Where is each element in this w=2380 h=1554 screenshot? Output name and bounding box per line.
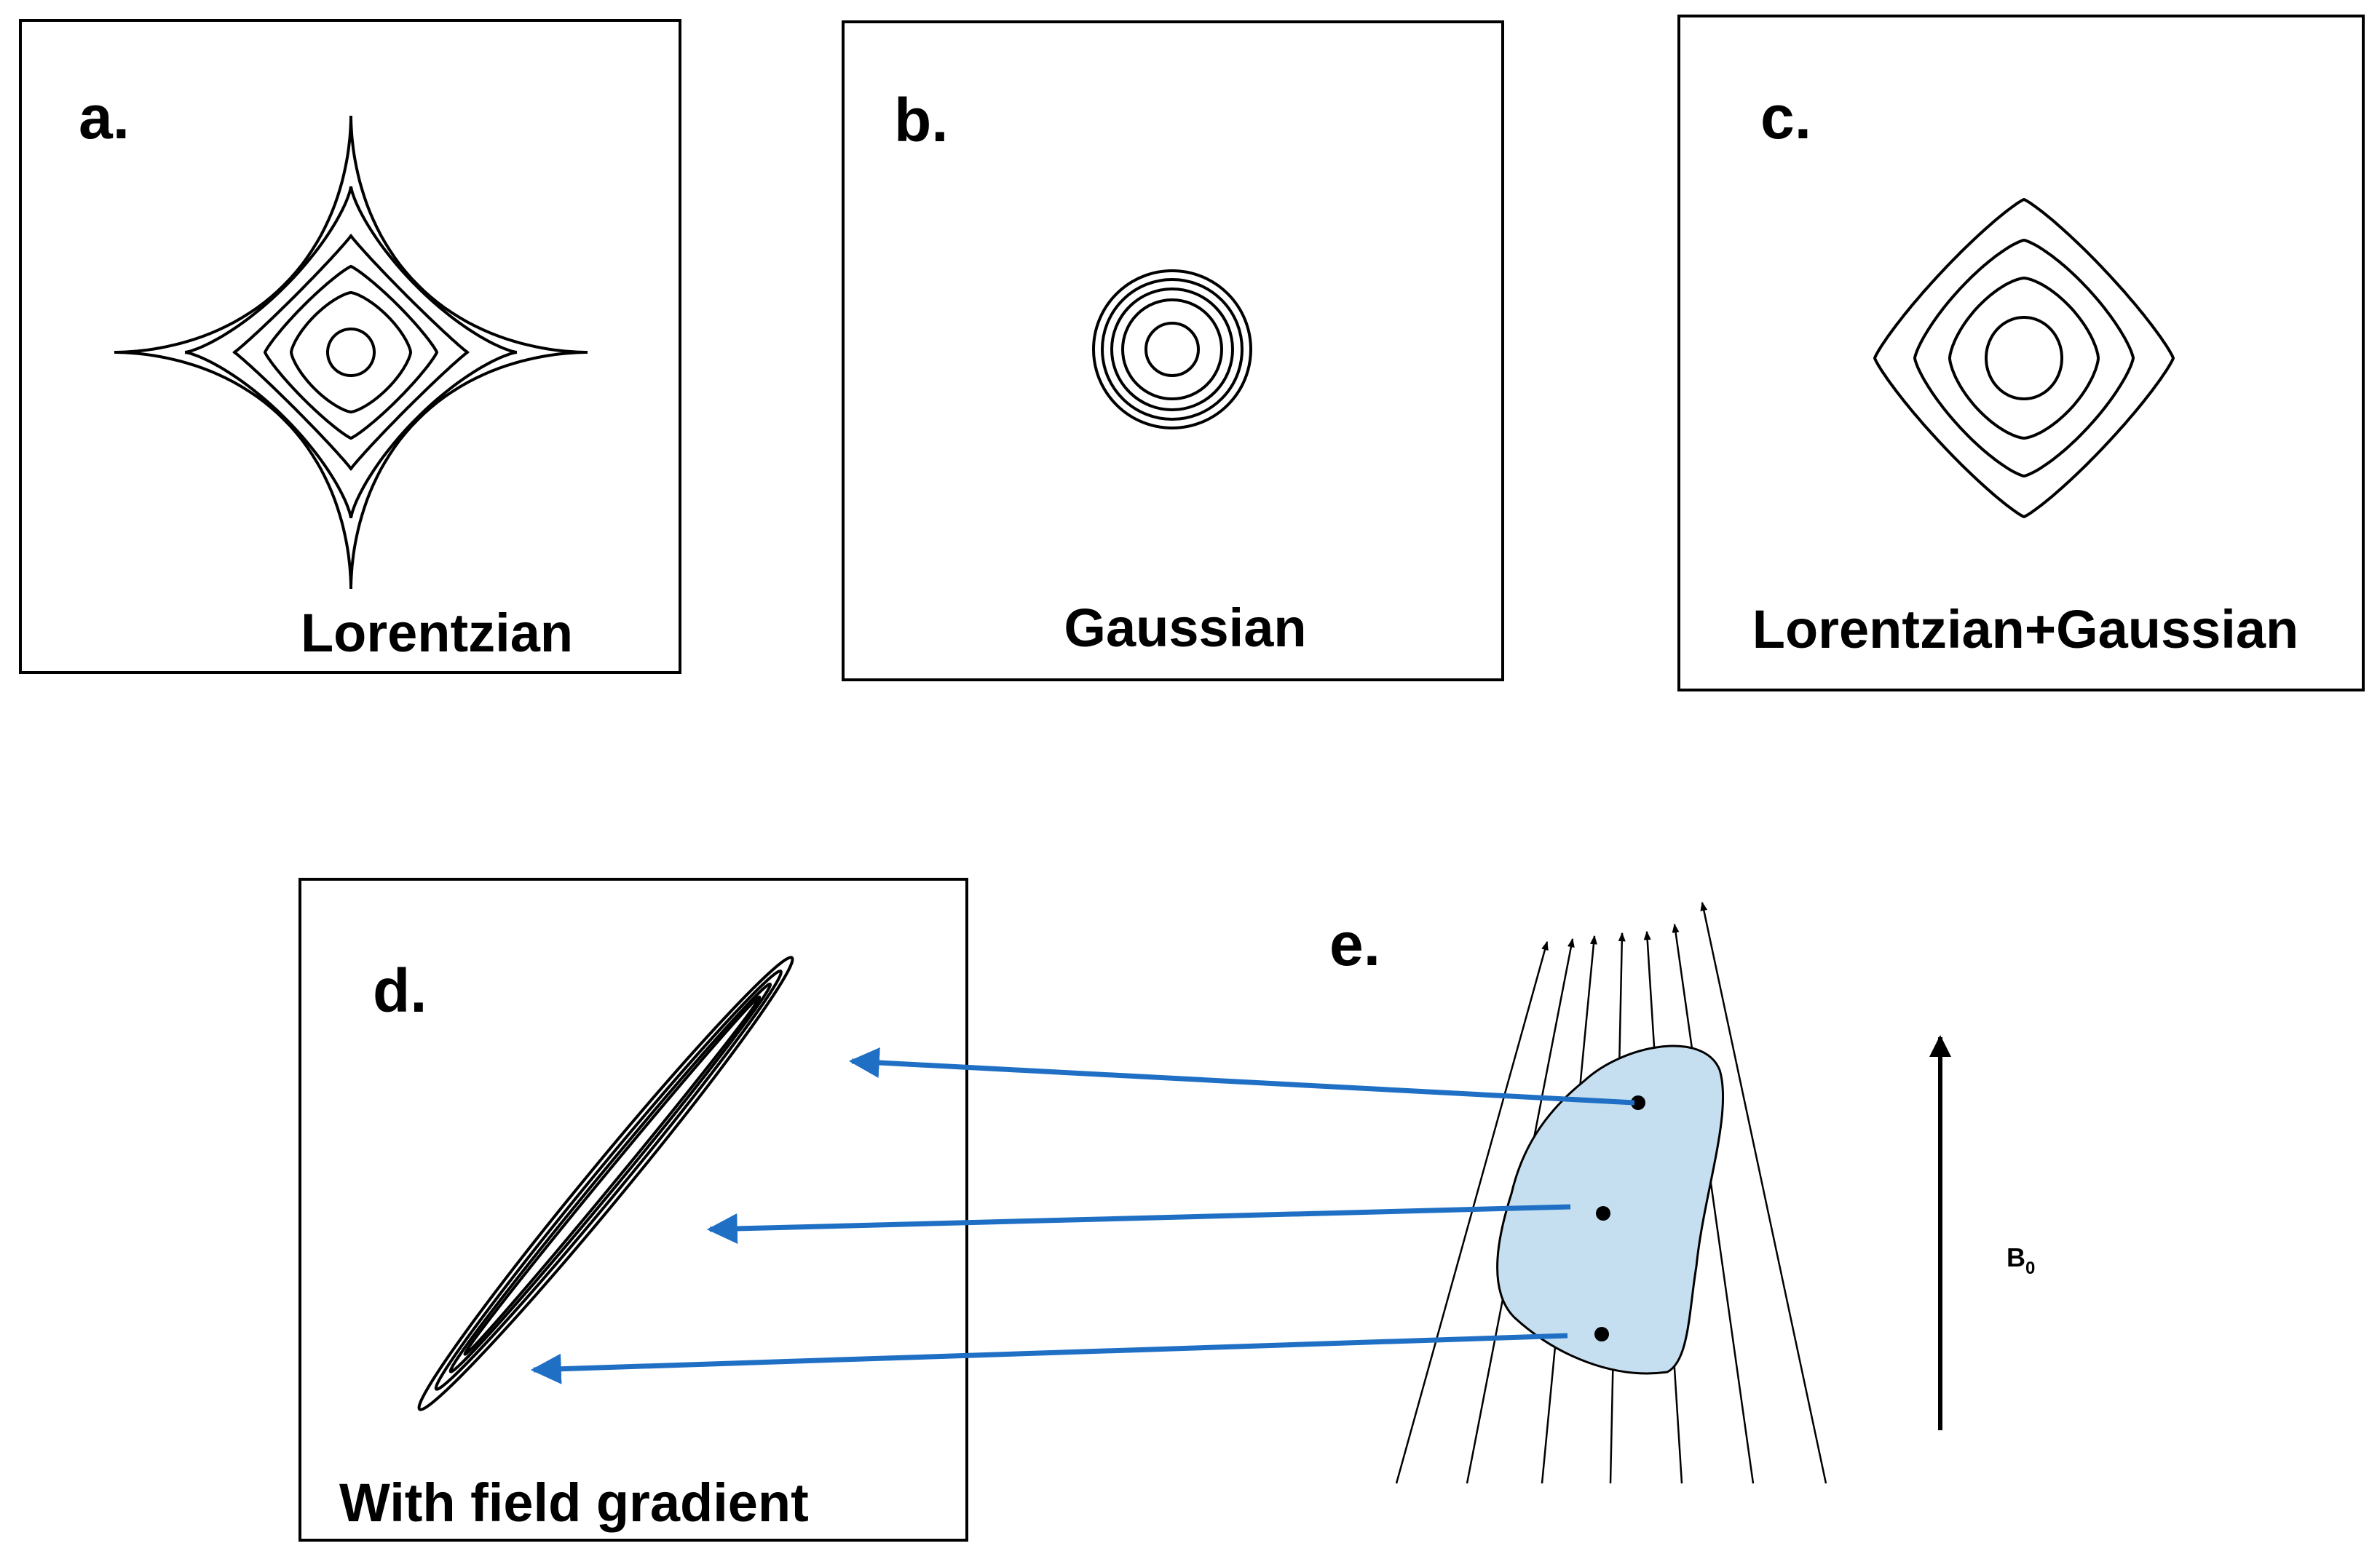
lorentzian-contour: [326, 328, 376, 377]
mapping-arrow-bottom: [530, 1333, 1568, 1384]
mapping-arrows: [530, 1047, 1635, 1384]
panel-a: a. Lorentzian: [19, 19, 681, 674]
lorentzian-contour: [290, 291, 412, 413]
gaussian-contour: [1110, 288, 1234, 411]
b0-label: B0: [2007, 1242, 2035, 1278]
lorentzian-contour: [263, 264, 439, 440]
field-line: [1700, 901, 1827, 1484]
mapping-arrow-top: [848, 1047, 1635, 1106]
panel-b-letter: b.: [894, 86, 949, 154]
panel-b-frame: [842, 20, 1504, 681]
lorentzian-contour: [232, 234, 470, 471]
mixed-contour: [1913, 238, 2135, 478]
gaussian-contour: [1092, 269, 1252, 429]
panel-d-frame: [299, 878, 968, 1542]
mixed-contour: [1873, 197, 2175, 519]
panel-c-letter: c.: [1760, 83, 1811, 151]
lorentzian-contours: [114, 116, 588, 589]
gradient-contour: [417, 956, 794, 1411]
panel-e: e. B0: [1329, 901, 2035, 1484]
sample-point: [1631, 1095, 1645, 1110]
field-line: [1395, 940, 1549, 1484]
gradient-contour: [448, 982, 772, 1373]
panel-c-caption: Lorentzian+Gaussian: [1752, 599, 2298, 659]
lorentzian-contour: [184, 186, 518, 519]
gradient-contours: [417, 956, 794, 1411]
panel-b: b. Gaussian: [842, 20, 1504, 681]
panel-c-frame: [1677, 15, 2365, 691]
panel-a-letter: a.: [79, 83, 130, 151]
gaussian-contours: [1092, 269, 1252, 429]
gaussian-contour: [1121, 298, 1223, 400]
panel-d-caption: With field gradient: [339, 1472, 809, 1533]
sample-region: [1496, 1044, 1725, 1375]
gaussian-contour: [1101, 278, 1244, 421]
lorentzian-contour: [114, 116, 588, 589]
field-lines: [1395, 901, 1827, 1484]
mapping-arrow-middle: [706, 1204, 1571, 1245]
panel-b-caption: Gaussian: [1064, 598, 1306, 658]
gradient-contour: [463, 995, 762, 1356]
panel-c: c. Lorentzian+Gaussian: [1677, 15, 2365, 691]
field-line: [1672, 923, 1755, 1484]
gradient-contour: [434, 970, 783, 1391]
panel-d: d. With field gradient: [299, 878, 968, 1542]
gaussian-contour: [1144, 322, 1200, 377]
panel-a-caption: Lorentzian: [301, 603, 573, 663]
panel-e-letter: e.: [1329, 910, 1380, 978]
panel-d-letter: d.: [373, 956, 427, 1025]
mixed-contours: [1873, 197, 2175, 519]
mixed-contour: [1948, 276, 2100, 440]
sample-point: [1594, 1327, 1609, 1341]
sample-point: [1596, 1206, 1610, 1221]
mixed-contour: [1985, 316, 2063, 400]
